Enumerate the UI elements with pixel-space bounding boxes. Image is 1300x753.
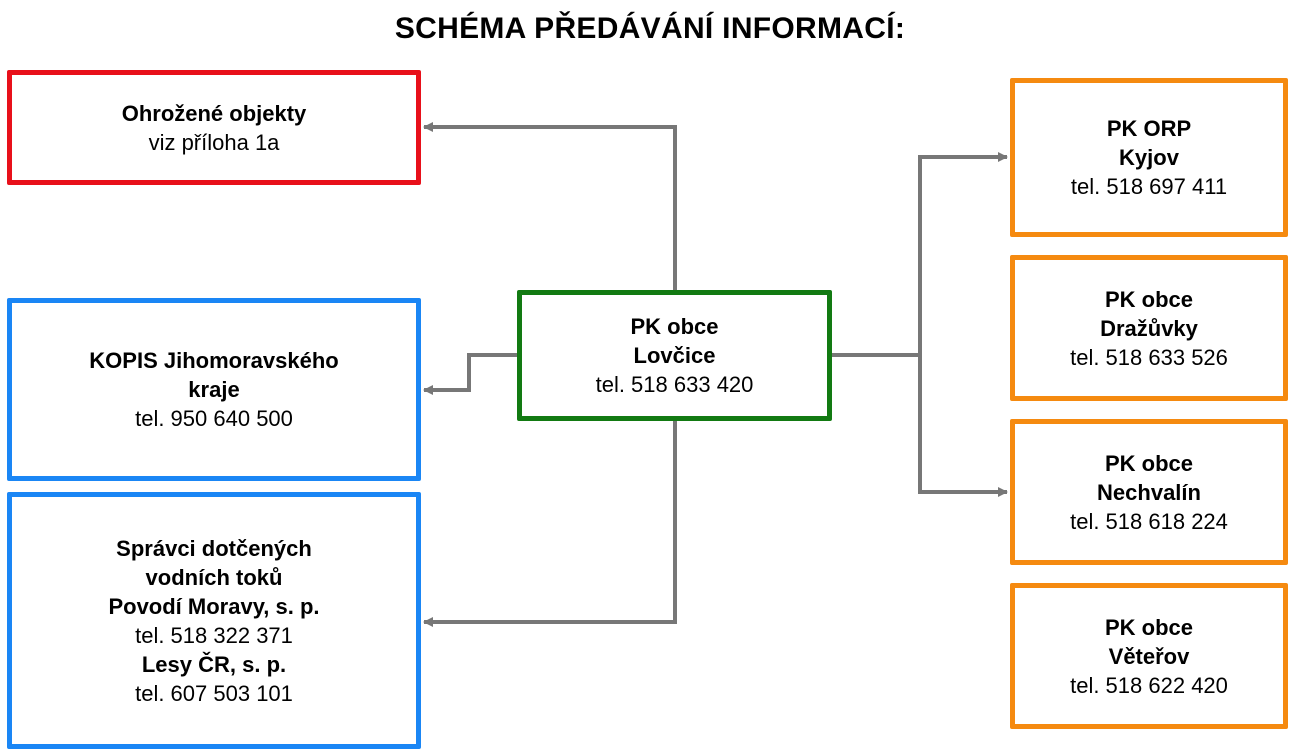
veterov-box: PK obce Věteřov tel. 518 622 420 [1010, 583, 1288, 729]
kyjov-label-line2: Kyjov [1119, 145, 1179, 170]
kopis-label-line1: KOPIS Jihomoravského [89, 348, 339, 373]
nechvalin-label-line1: PK obce [1104, 450, 1194, 476]
kopis-box: KOPIS Jihomoravského kraje tel. 950 640 … [7, 298, 421, 481]
center-label-line2: Lovčice [633, 343, 716, 368]
diagram-title: SCHÉMA PŘEDÁVÁNÍ INFORMACÍ: [394, 12, 906, 45]
veterov-label-line1: PK obce [1104, 614, 1194, 640]
threatened-objects-note: viz příloha 1a [148, 129, 280, 155]
kopis-label-line2: kraje [188, 377, 240, 402]
watercourse-managers-box: Správci dotčených vodních toků Povodí Mo… [7, 492, 421, 749]
arrow-to-kyjov [918, 152, 1008, 355]
kyjov-label-line1: PK ORP [1106, 116, 1192, 141]
kyjov-box: PK ORP Kyjov tel. 518 697 411 [1010, 78, 1288, 237]
threatened-objects-label: Ohrožené objekty [121, 100, 307, 126]
nechvalin-label-line2: Nechvalín [1097, 479, 1201, 505]
arrow-to-kopis [423, 353, 517, 395]
veterov-label-line2: Věteřov [1108, 643, 1190, 669]
nechvalin-phone: tel. 518 618 224 [1070, 508, 1228, 534]
threatened-objects-box: Ohrožené objekty viz příloha 1a [7, 70, 421, 185]
nechvalin-box: PK obce Nechvalín tel. 518 618 224 [1010, 419, 1288, 565]
center-phone: tel. 518 633 420 [595, 372, 754, 397]
arrow-to-nechvalin [918, 355, 1008, 497]
center-label-line1: PK obce [630, 314, 719, 339]
drazuvky-label-line2: Dražůvky [1100, 315, 1198, 341]
drazuvky-phone: tel. 518 633 526 [1070, 344, 1228, 370]
managers-phone2: tel. 607 503 101 [135, 680, 293, 706]
arrow-to-threatened [423, 122, 677, 290]
managers-label-line2: vodních toků [145, 564, 283, 590]
arrow-to-managers [423, 421, 677, 627]
managers-org2: Lesy ČR, s. p. [141, 651, 287, 677]
center-lovcice-box: PK obce Lovčice tel. 518 633 420 [517, 290, 832, 421]
kopis-phone: tel. 950 640 500 [135, 406, 293, 431]
managers-label-line1: Správci dotčených [116, 535, 312, 561]
veterov-phone: tel. 518 622 420 [1070, 672, 1228, 698]
drazuvky-box: PK obce Dražůvky tel. 518 633 526 [1010, 255, 1288, 401]
drazuvky-label-line1: PK obce [1104, 286, 1194, 312]
kyjov-phone: tel. 518 697 411 [1070, 174, 1228, 199]
managers-phone1: tel. 518 322 371 [135, 622, 293, 648]
managers-org1: Povodí Moravy, s. p. [108, 593, 320, 619]
